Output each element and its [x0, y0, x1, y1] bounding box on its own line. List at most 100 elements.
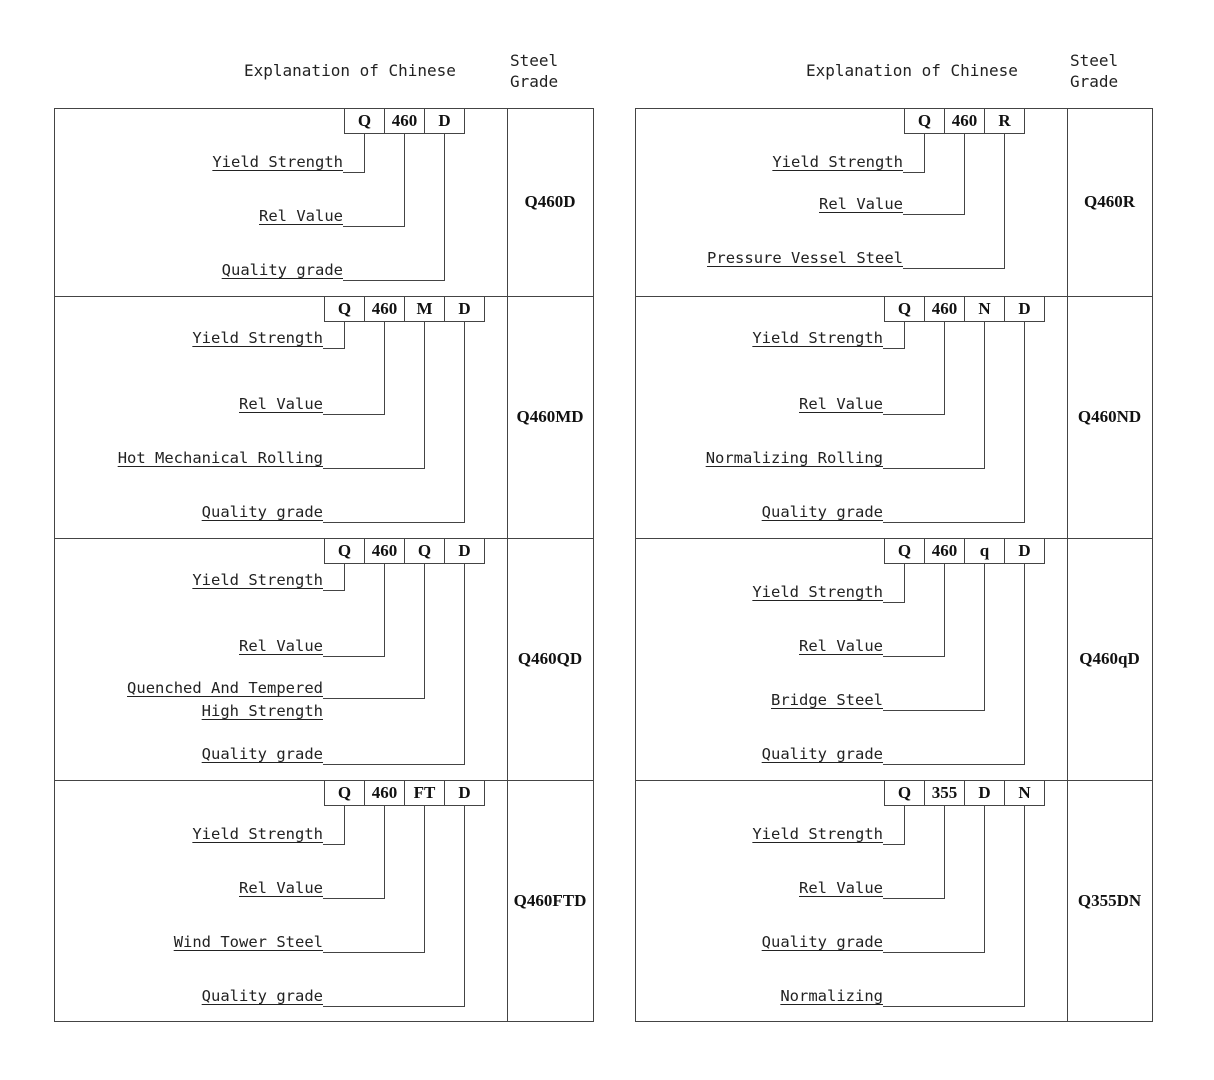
steel-grade-panel — [54, 108, 594, 1022]
connector-line — [903, 214, 964, 215]
connector-line — [883, 764, 1024, 765]
connector-line — [903, 268, 1004, 269]
code-cell: Q — [884, 296, 925, 322]
connector-line — [343, 172, 364, 173]
connector-line — [944, 806, 945, 899]
code-cell: Q — [324, 296, 365, 322]
code-meaning-label: High Strength — [201, 702, 323, 720]
code-cell: 355 — [924, 780, 965, 806]
connector-line — [323, 468, 424, 469]
code-cell: D — [444, 538, 485, 564]
code-meaning-label: Rel Value — [799, 395, 883, 413]
code-meaning-label: Yield Strength — [752, 583, 883, 601]
steel-grade-value: Q460qD — [1079, 649, 1140, 668]
connector-line — [424, 806, 425, 953]
code-cell: Q — [904, 108, 945, 134]
connector-line — [323, 898, 384, 899]
code-meaning-label: Quality grade — [201, 745, 323, 763]
code-meaning-label: Yield Strength — [192, 329, 323, 347]
connector-line — [984, 322, 985, 469]
connector-line — [323, 952, 424, 953]
code-cell: M — [404, 296, 445, 322]
code-cell: D — [444, 296, 485, 322]
code-meaning-label: Yield Strength — [772, 153, 903, 171]
connector-line — [883, 952, 984, 953]
steel-grade-value: Q460D — [524, 192, 576, 211]
connector-line — [323, 1006, 464, 1007]
connector-line — [964, 134, 965, 215]
connector-line — [364, 134, 365, 173]
code-meaning-label: Yield Strength — [192, 825, 323, 843]
connector-line — [323, 522, 464, 523]
connector-line — [944, 322, 945, 415]
steel-grade-header: Steel Grade — [1070, 51, 1119, 91]
connector-line — [883, 656, 944, 657]
steel-grade-header: Steel Grade — [510, 51, 559, 91]
connector-line — [904, 806, 905, 845]
code-meaning-label: Normalizing Rolling — [705, 449, 883, 467]
code-cell: 460 — [924, 538, 965, 564]
code-meaning-label: Quality grade — [761, 503, 883, 521]
connector-line — [444, 134, 445, 281]
connector-line — [883, 710, 984, 711]
code-meaning-label: Rel Value — [819, 195, 903, 213]
code-cell: N — [1004, 780, 1045, 806]
code-cell: Q — [324, 538, 365, 564]
code-cell: 460 — [364, 780, 405, 806]
connector-line — [984, 806, 985, 953]
code-cell: D — [1004, 296, 1045, 322]
connector-line — [883, 414, 944, 415]
code-cell: 460 — [384, 108, 425, 134]
row-divider — [54, 780, 593, 781]
steel-grade-panel — [635, 108, 1153, 1022]
code-meaning-label: Quality grade — [761, 745, 883, 763]
connector-line — [883, 844, 904, 845]
connector-line — [883, 898, 944, 899]
connector-line — [424, 322, 425, 469]
row-divider — [54, 296, 593, 297]
connector-line — [1024, 806, 1025, 1007]
connector-line — [384, 806, 385, 899]
code-cell: FT — [404, 780, 445, 806]
connector-line — [464, 564, 465, 765]
grade-column-divider — [507, 109, 508, 1021]
connector-line — [984, 564, 985, 711]
connector-line — [323, 764, 464, 765]
code-meaning-label: Wind Tower Steel — [173, 933, 323, 951]
code-cell: 460 — [364, 296, 405, 322]
code-meaning-label: Rel Value — [239, 637, 323, 655]
connector-line — [904, 564, 905, 603]
code-meaning-label: Pressure Vessel Steel — [707, 249, 903, 267]
connector-line — [944, 564, 945, 657]
connector-line — [1024, 564, 1025, 765]
connector-line — [344, 806, 345, 845]
steel-grade-value: Q460FTD — [513, 890, 587, 910]
connector-line — [323, 698, 424, 699]
row-divider — [54, 538, 593, 539]
code-meaning-label: Rel Value — [239, 395, 323, 413]
code-meaning-label: Yield Strength — [192, 571, 323, 589]
connector-line — [464, 322, 465, 523]
code-meaning-label: Normalizing — [780, 987, 883, 1005]
connector-line — [883, 348, 904, 349]
code-cell: Q — [324, 780, 365, 806]
code-meaning-label: Rel Value — [799, 637, 883, 655]
connector-line — [424, 564, 425, 699]
code-cell: D — [964, 780, 1005, 806]
code-meaning-label: Hot Mechanical Rolling — [117, 449, 323, 467]
connector-line — [343, 226, 404, 227]
steel-grade-value: Q460ND — [1077, 407, 1142, 426]
connector-line — [384, 322, 385, 415]
connector-line — [323, 590, 344, 591]
connector-line — [903, 172, 924, 173]
connector-line — [883, 468, 984, 469]
connector-line — [323, 656, 384, 657]
code-meaning-label: Yield Strength — [752, 825, 883, 843]
explanation-header: Explanation of Chinese — [244, 61, 456, 80]
connector-line — [904, 322, 905, 349]
connector-line — [883, 602, 904, 603]
connector-line — [1004, 134, 1005, 269]
code-meaning-label: Quality grade — [201, 503, 323, 521]
code-meaning-label: Rel Value — [239, 879, 323, 897]
connector-line — [404, 134, 405, 227]
